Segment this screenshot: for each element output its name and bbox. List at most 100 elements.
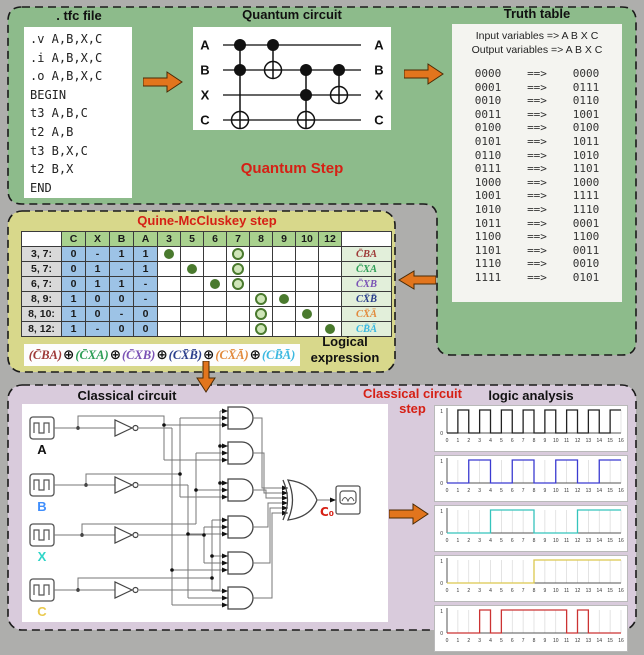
qm-cover-cell [157, 261, 181, 277]
truth-input-value: 1010 [474, 202, 502, 216]
tfc-code-line: END [30, 180, 52, 195]
expression-term: (CX̄B̄) [168, 347, 202, 362]
qm-cover-cell [157, 306, 181, 322]
qm-cover-cell [272, 321, 296, 337]
waveform-trace [447, 509, 621, 534]
x-tick-label: 3 [478, 588, 481, 594]
x-tick-label: 0 [446, 438, 449, 444]
qm-corner-cell [341, 231, 392, 247]
x-tick-label: 4 [489, 638, 492, 644]
filled-dot-icon [187, 264, 197, 275]
truth-table-row: 1110==>0010 [452, 257, 622, 271]
page: { "titles": { "tfc": ". tfc file", "quan… [7, 6, 637, 652]
x-tick-label: 11 [564, 538, 569, 544]
qm-corner-cell [21, 231, 62, 247]
truth-output-value: 0101 [572, 270, 600, 284]
arrow-tfc-to-circuit [143, 71, 183, 93]
qm-value-cell: 0 [133, 321, 158, 337]
truth-input-value: 0001 [474, 80, 502, 94]
truth-output-value: 1111 [572, 189, 600, 203]
x-tick-label: 15 [607, 538, 613, 544]
qm-cover-cell [249, 246, 273, 262]
tfc-code-line: .i A,B,X,C [30, 50, 103, 65]
x-tick-label: 13 [586, 438, 592, 444]
signal-source-block [29, 473, 55, 497]
x-tick-label: 11 [564, 638, 569, 644]
x-tick-label: 13 [586, 488, 592, 494]
x-tick-label: 7 [522, 638, 525, 644]
tfc-code-line: BEGIN [30, 87, 67, 102]
truth-table-row: 0100==>0100 [452, 121, 622, 135]
qm-minterm-header: 12 [318, 231, 342, 247]
truth-output-value: 1000 [572, 175, 600, 189]
qm-cover-cell [180, 276, 204, 292]
signal-source-block [29, 416, 55, 440]
truth-output-value: 0111 [572, 80, 600, 94]
qm-cover-cell [203, 246, 227, 262]
truth-table-row: 1101==>0011 [452, 244, 622, 258]
qm-value-cell: - [85, 246, 110, 262]
x-tick-label: 14 [596, 638, 602, 644]
x-tick-label: 16 [618, 638, 624, 644]
qm-variable-header: X [85, 231, 110, 247]
xor-operator: ⊕ [156, 347, 168, 363]
qm-cover-cell [226, 306, 250, 322]
waveform-trace [447, 609, 621, 634]
truth-table-row: 0000==>0000 [452, 67, 622, 81]
x-tick-label: 12 [575, 638, 581, 644]
x-tick-label: 11 [564, 488, 569, 494]
x-tick-label: 12 [575, 588, 581, 594]
truth-input-value: 1001 [474, 189, 502, 203]
arrow-classical-to-analysis [389, 503, 429, 525]
x-tick-label: 5 [500, 488, 503, 494]
y-tick-label: 0 [440, 581, 443, 587]
x-tick-label: 13 [586, 638, 592, 644]
qm-product-term: C̄XB [341, 276, 392, 292]
input-signal-label: A [37, 442, 47, 457]
qm-row-label: 5, 7: [21, 261, 62, 277]
truth-input-value: 1101 [474, 243, 502, 257]
qm-minterm-header: 6 [203, 231, 227, 247]
x-tick-label: 16 [618, 538, 624, 544]
expression-term: (C̄XA) [75, 347, 109, 362]
truth-table-row: 1100==>1100 [452, 230, 622, 244]
x-tick-label: 14 [596, 538, 602, 544]
signal-source-block [29, 523, 55, 547]
qm-value-cell: 0 [85, 306, 110, 322]
truth-output-value: 0100 [572, 121, 600, 135]
and-gate-icon [227, 586, 254, 610]
x-tick-label: 9 [543, 438, 546, 444]
truth-input-value: 1100 [474, 230, 502, 244]
truth-table-row: 0101==>1011 [452, 135, 622, 149]
x-tick-label: 0 [446, 588, 449, 594]
truth-table-row: 0111==>1101 [452, 162, 622, 176]
qm-cover-cell [203, 261, 227, 277]
truth-input-value: 1000 [474, 175, 502, 189]
x-tick-label: 2 [467, 488, 470, 494]
y-tick-label: 0 [440, 481, 443, 487]
maps-to-arrow: ==> [527, 134, 547, 148]
qm-value-cell: - [109, 306, 134, 322]
qm-cover-cell [249, 291, 273, 307]
qm-step-title: Quine-McCluskey step [137, 213, 277, 228]
x-tick-label: 2 [467, 588, 470, 594]
qm-value-cell: - [85, 321, 110, 337]
x-tick-label: 16 [618, 588, 624, 594]
qm-value-cell: 1 [85, 261, 110, 277]
x-tick-label: 10 [553, 588, 559, 594]
wire-label-left: B [200, 63, 209, 78]
x-tick-label: 6 [511, 538, 514, 544]
qm-row-label: 8, 9: [21, 291, 62, 307]
qm-cover-cell [249, 306, 273, 322]
not-gate-icon [114, 526, 139, 544]
classical-circuit-title: Classical circuit [77, 388, 177, 403]
x-tick-label: 7 [522, 488, 525, 494]
